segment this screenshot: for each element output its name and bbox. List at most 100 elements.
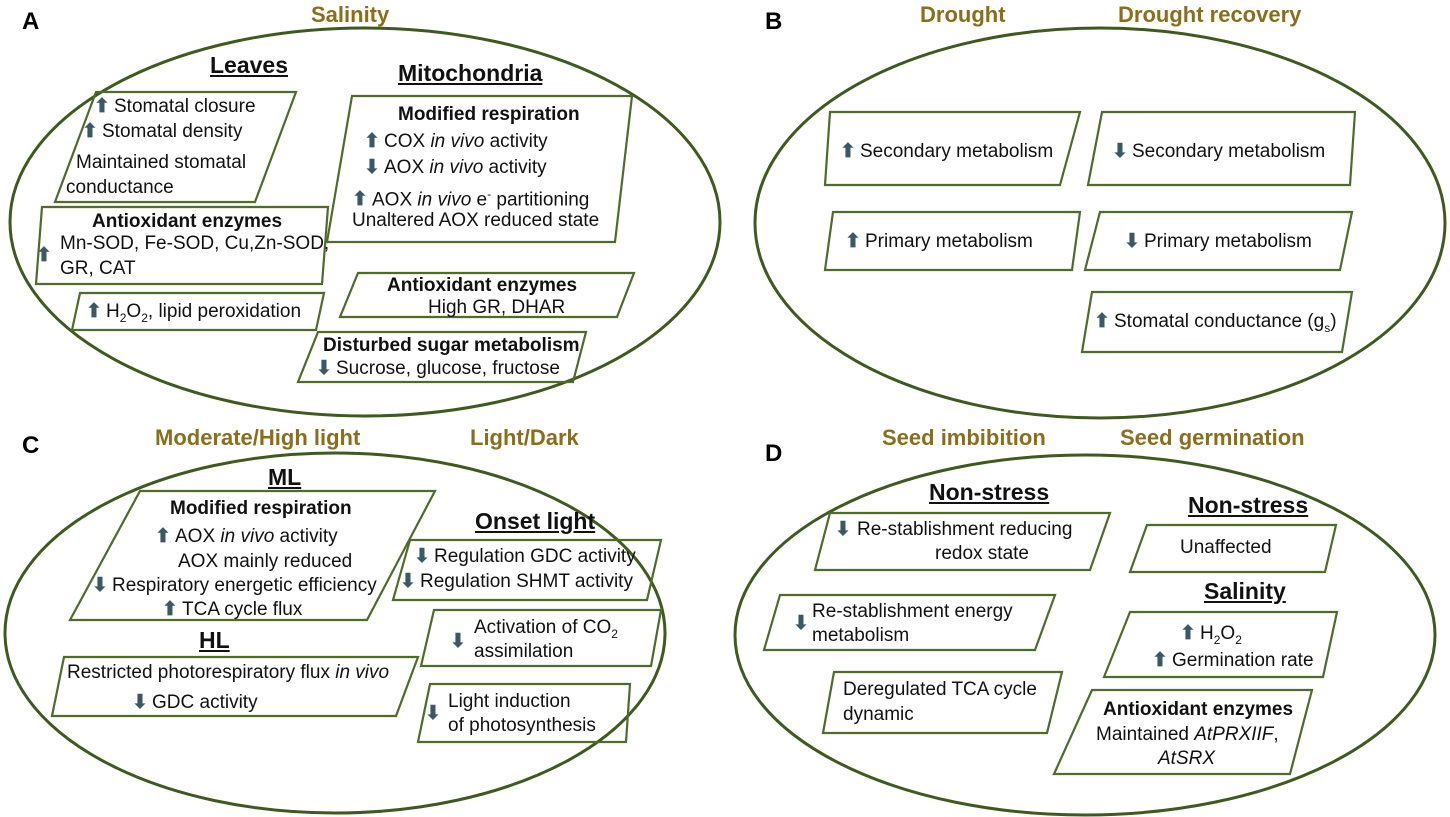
c-hl-title: HL <box>199 627 230 653</box>
a-leaves-title: Leaves <box>210 52 289 78</box>
c-onset-gdc-box <box>391 538 663 602</box>
a-sugar-box <box>296 330 588 384</box>
c-co2-line1: Activation of CO2 <box>474 617 618 641</box>
c-onset-shmt: ⬇Regulation SHMT activity <box>400 571 633 592</box>
c-light-line2: of photosynthesis <box>448 715 596 736</box>
d-energy-line2: metabolism <box>812 625 910 646</box>
d-germination-rate: ⬆Germination rate <box>1152 650 1314 671</box>
up-arrow-icon: ⬆ <box>36 245 52 266</box>
d-energy-line1: Re-stablishment energy <box>812 601 1013 622</box>
c-hl-restricted: Restricted photorespiratory flux in vivo <box>67 662 390 683</box>
c-hl-box <box>50 655 420 718</box>
d-unaffected: Unaffected <box>1180 537 1272 558</box>
c-ml-efficiency: ⬇Respiratory energetic efficiency <box>92 575 377 596</box>
down-arrow-icon: ⬇ <box>1124 231 1140 252</box>
panel-b-label: B <box>765 8 783 35</box>
a-aox-reduced-state: Unaltered AOX reduced state <box>352 210 600 231</box>
down-arrow-icon: ⬇ <box>793 613 809 634</box>
c-onset-gdc: ⬇Regulation GDC activity <box>414 546 636 567</box>
up-arrow-icon: ⬆ <box>1180 623 1196 644</box>
up-arrow-icon: ⬆ <box>840 141 856 162</box>
d-antioxidant-line2: AtSRX <box>1158 748 1216 769</box>
panel-a-ellipse <box>8 26 722 418</box>
down-arrow-icon: ⬇ <box>316 358 332 379</box>
down-arrow-icon: ⬇ <box>364 157 380 178</box>
down-arrow-icon: ⬇ <box>425 703 441 724</box>
panel-d-header-imbibition: Seed imbibition <box>882 425 1046 450</box>
b-stomatal-box <box>1080 290 1354 354</box>
up-arrow-icon: ⬆ <box>352 189 368 211</box>
a-h2o2-box <box>70 291 326 332</box>
d-unaffected-box <box>1128 523 1338 574</box>
c-ml-respiration-title: Modified respiration <box>170 498 352 519</box>
d-right-nonstress-title: Non-stress <box>1188 492 1309 518</box>
d-tca-line2: dynamic <box>843 704 914 725</box>
a-mito-antioxidant-title: Antioxidant enzymes <box>387 275 578 296</box>
panel-d-header-germination: Seed germination <box>1120 425 1305 450</box>
up-arrow-icon: ⬆ <box>94 96 110 117</box>
down-arrow-icon: ⬇ <box>1112 141 1128 162</box>
up-arrow-icon: ⬆ <box>845 231 861 252</box>
panel-d-ellipse <box>733 453 1437 817</box>
up-arrow-icon: ⬆ <box>1094 311 1110 332</box>
b-secondary-up: ⬆Secondary metabolism <box>840 141 1054 162</box>
d-redox-line1: Re-stablishment reducing <box>857 519 1073 540</box>
panel-c-header-lightdark: Light/Dark <box>470 425 579 450</box>
down-arrow-icon: ⬇ <box>450 631 466 652</box>
b-primary-down: ⬇Primary metabolism <box>1124 231 1312 252</box>
c-ml-box <box>68 489 437 622</box>
a-mito-antioxidant-box <box>338 271 636 319</box>
a-sugar-line: ⬇Sucrose, glucose, fructose <box>316 358 560 379</box>
down-arrow-icon: ⬇ <box>835 519 851 540</box>
panel-a-label: A <box>22 8 40 35</box>
d-salinity-title: Salinity <box>1204 578 1286 604</box>
c-light-box <box>416 682 632 744</box>
panel-b-ellipse <box>753 26 1447 420</box>
b-primary-up-box <box>823 210 1082 272</box>
c-co2-box <box>419 608 663 668</box>
b-stomatal-conductance: ⬆Stomatal conductance (gs) <box>1094 311 1337 335</box>
a-antioxidant-box <box>34 205 330 286</box>
a-antioxidant-line2: GR, CAT <box>60 258 136 279</box>
a-stomatal-closure: ⬆Stomatal closure <box>94 96 256 117</box>
c-ml-aox-activity: ⬆AOX in vivo activity <box>155 526 338 547</box>
c-onset-title: Onset light <box>475 508 596 534</box>
panel-d-label: D <box>765 440 783 467</box>
a-stomatal-density: ⬆Stomatal density <box>82 121 243 142</box>
up-arrow-icon: ⬆ <box>364 131 380 152</box>
d-h2o2: ⬆H2O2 <box>1180 623 1242 647</box>
d-antioxidant-line1: Maintained AtPRXIIF, <box>1096 724 1279 745</box>
d-redox-box <box>813 511 1112 572</box>
b-secondary-down-box <box>1086 110 1357 187</box>
a-modified-respiration-title: Modified respiration <box>398 104 580 125</box>
a-mito-antioxidant-line: High GR, DHAR <box>428 297 566 318</box>
a-aox-partitioning: ⬆AOX in vivo e- partitioning <box>352 187 590 211</box>
c-hl-gdc: ⬇GDC activity <box>132 692 258 713</box>
d-salinity-box <box>1102 610 1339 679</box>
up-arrow-icon: ⬆ <box>162 599 178 620</box>
up-arrow-icon: ⬆ <box>82 121 98 142</box>
b-secondary-up-box <box>823 110 1082 187</box>
up-arrow-icon: ⬆ <box>1152 650 1168 671</box>
c-light-line1: Light induction <box>448 691 571 712</box>
a-mito-respiration-box <box>325 94 634 244</box>
a-conductance: conductance <box>66 177 174 198</box>
a-antioxidant-line1: Mn-SOD, Fe-SOD, Cu,Zn-SOD, <box>60 233 330 254</box>
b-secondary-down: ⬇Secondary metabolism <box>1112 141 1326 162</box>
a-cox-activity: ⬆COX in vivo activity <box>364 131 548 152</box>
down-arrow-icon: ⬇ <box>92 575 108 596</box>
d-redox-line2: redox state <box>935 543 1029 564</box>
d-energy-box <box>762 593 1057 652</box>
panel-c-header-light: Moderate/High light <box>155 425 361 450</box>
down-arrow-icon: ⬇ <box>414 546 430 567</box>
panel-a-header: Salinity <box>311 2 390 27</box>
a-aox-activity: ⬇AOX in vivo activity <box>364 157 547 178</box>
down-arrow-icon: ⬇ <box>132 692 148 713</box>
c-co2-line2: assimilation <box>474 641 574 662</box>
up-arrow-icon: ⬆ <box>86 301 102 322</box>
d-left-nonstress-title: Non-stress <box>929 479 1050 505</box>
d-tca-line1: Deregulated TCA cycle <box>843 679 1037 700</box>
a-h2o2-text: ⬆H2O2, lipid peroxidation <box>86 301 302 325</box>
